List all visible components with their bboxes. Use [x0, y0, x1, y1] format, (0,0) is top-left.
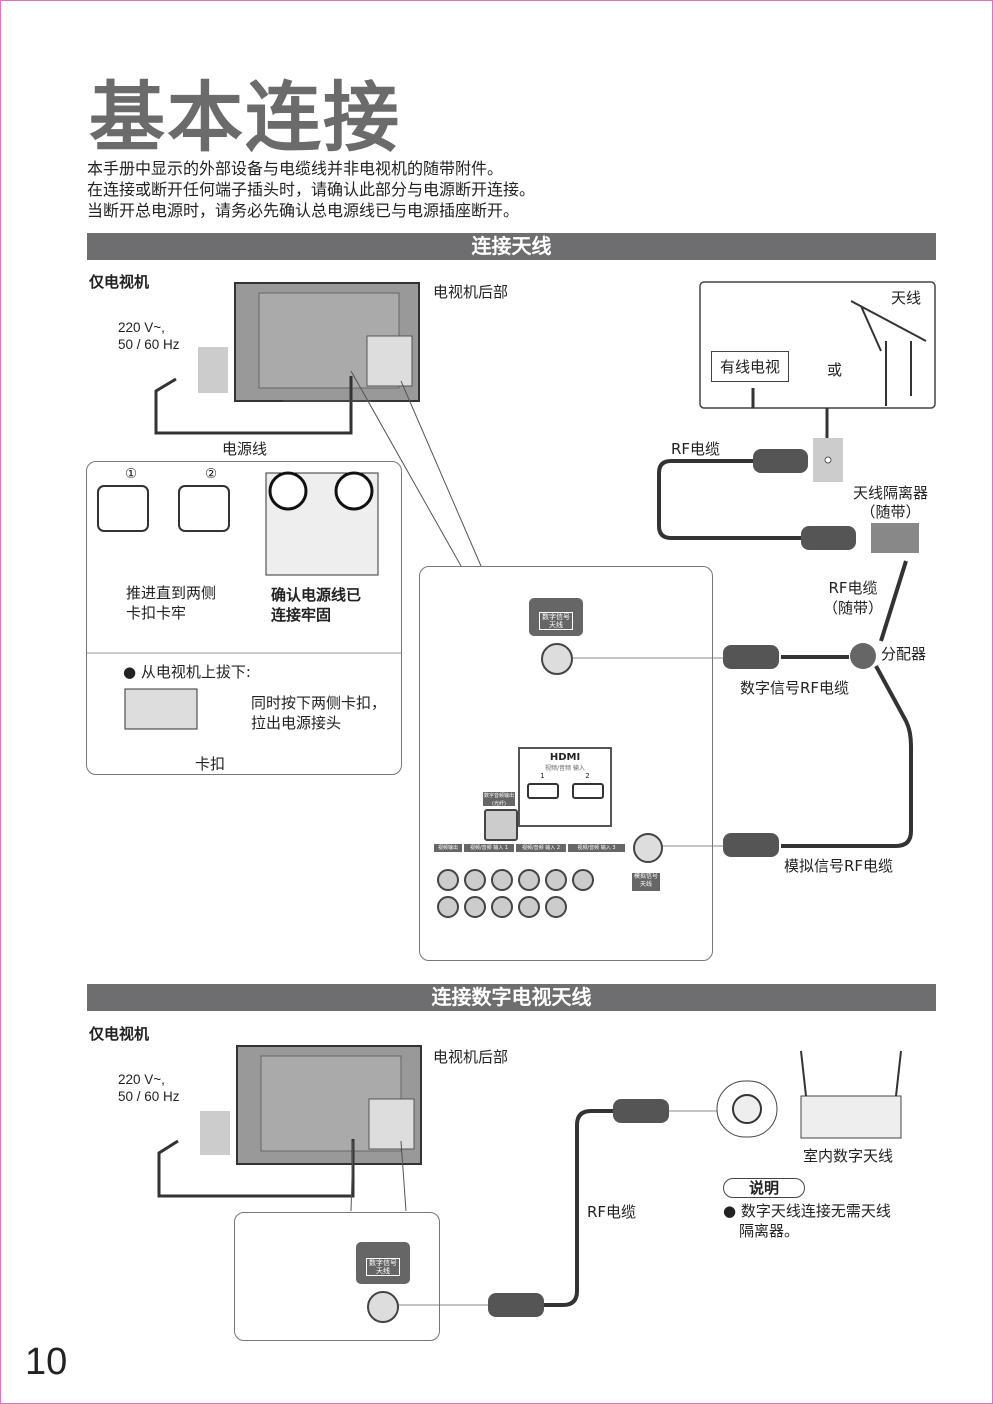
antenna-label: 天线 — [891, 289, 922, 307]
splitter-icon — [850, 643, 876, 669]
analog-antenna-label: 模拟信号天线 — [632, 873, 660, 891]
digital-antenna-tag: 数字信号天线 — [529, 598, 583, 636]
indoor-antenna-label: 室内数字天线 — [803, 1147, 894, 1165]
page-number: 10 — [25, 1341, 68, 1383]
power-spec: 220 V~,50 / 60 Hz — [118, 320, 180, 352]
or-label: 或 — [827, 361, 843, 379]
power-cord-line — [154, 376, 353, 435]
page-title: 基本连接 — [89, 73, 401, 162]
av-groups: 视频输出 视频/音频 输入 1 视频/音频 输入 2 视频/音频 输入 3 — [434, 844, 627, 852]
isolator-label: 天线隔离器（随带） — [853, 484, 929, 521]
note-badge: 说明 — [723, 1178, 805, 1198]
unplug-title: ● 从电视机上拔下: — [123, 663, 251, 681]
cable-tv-label: 有线电视 — [711, 351, 790, 382]
clip-label: 卡扣 — [195, 755, 226, 773]
rf-cable-label: RF电缆 — [587, 1203, 637, 1221]
section-heading: 连接数字电视天线 — [87, 984, 936, 1011]
analog-rf-label: 模拟信号RF电缆 — [784, 857, 894, 875]
hdmi-port-2[interactable] — [571, 783, 604, 799]
unplug-text: 同时按下两侧卡扣，拉出电源接头 — [251, 694, 387, 732]
digital-antenna-terminal[interactable] — [541, 643, 573, 675]
indoor-antenna-icon — [800, 1095, 902, 1139]
note-text: ● 数字天线连接无需天线隔离器。 — [723, 1202, 891, 1240]
analog-antenna-terminal[interactable] — [633, 833, 663, 863]
splitter-label: 分配器 — [881, 645, 927, 663]
power-cord-label: 电源线 — [222, 440, 268, 458]
optical-port[interactable] — [484, 809, 518, 841]
step-number: ① — [125, 466, 138, 481]
digital-antenna-tag: 数字信号天线 — [356, 1242, 410, 1284]
tv-only-label: 仅电视机 — [89, 273, 150, 291]
rf-cable-supplied-label: RF电缆（随带） — [823, 579, 884, 617]
push-text: 推进直到两侧卡扣卡牢 — [126, 584, 217, 622]
av-jacks — [437, 869, 594, 918]
power-cord-steps-panel — [86, 461, 402, 775]
power-spec: 220 V~,50 / 60 Hz — [118, 1072, 180, 1104]
optical-out-label: 数字音频输出(光纤) — [483, 792, 515, 807]
intro-text: 本手册中显示的外部设备与电缆线并非电视机的随带附件。 在连接或断开任何端子插头时… — [87, 159, 536, 220]
wall-outlet-icon — [198, 347, 228, 393]
step-number: ② — [205, 466, 218, 481]
digital-antenna-terminal[interactable] — [367, 1291, 399, 1323]
confirm-text: 确认电源线已连接牢固 — [271, 586, 362, 624]
rf-cable-label: RF电缆 — [671, 440, 721, 458]
tv-rear-label: 电视机后部 — [433, 1048, 509, 1066]
tv-terminal-panel — [419, 566, 713, 961]
tv-terminal-panel — [234, 1212, 440, 1341]
section-heading: 连接天线 — [87, 233, 936, 260]
hdmi-port-1[interactable] — [526, 783, 559, 799]
digital-rf-label: 数字信号RF电缆 — [740, 679, 850, 697]
tv-rear-label: 电视机后部 — [433, 283, 509, 301]
tv-only-label: 仅电视机 — [89, 1025, 150, 1043]
